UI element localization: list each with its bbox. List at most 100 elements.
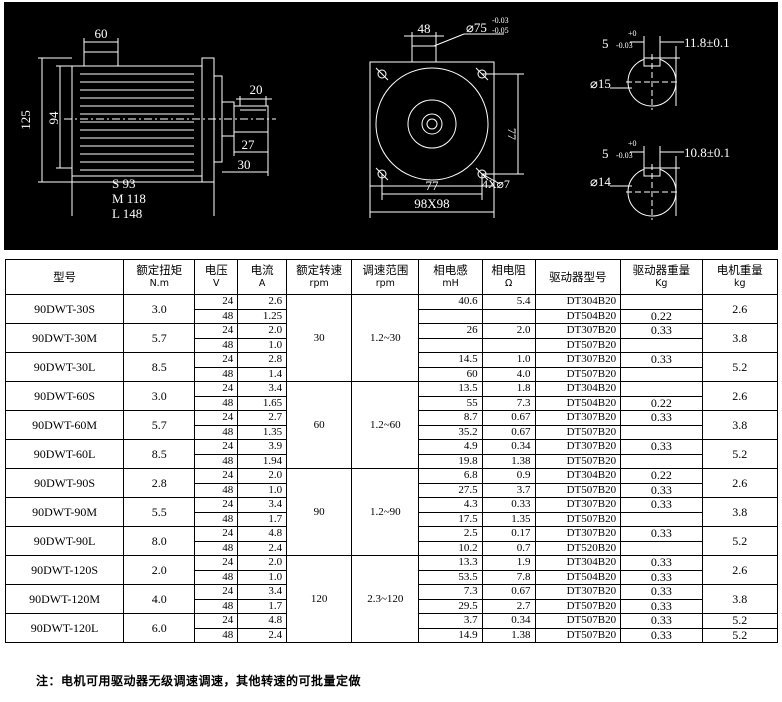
motor-weight-cell: 2.6 (701, 555, 779, 585)
side-view-labels: 60 125 94 20 27 30 S 93 M 118 L 148 (18, 26, 263, 221)
shaft15-key-width: 5 (602, 36, 609, 51)
shaft14-key-tol-lower: -0.03 (616, 151, 633, 160)
driver-weight-cell (620, 511, 703, 527)
shaft15-key-tol-upper: +0 (628, 29, 637, 38)
driver-weight-cell: 0.33 (620, 555, 703, 571)
current-cell: 4.8 (237, 613, 288, 629)
voltage-cell: 24 (194, 555, 239, 571)
driver-model-cell: DT304B20 (534, 294, 622, 310)
header-label: 调速范围 (362, 263, 409, 277)
motor-weight-cell: 3.8 (701, 584, 779, 614)
voltage-cell: 48 (194, 424, 239, 440)
torque-cell: 6.0 (123, 613, 196, 643)
inductance-cell: 14.5 (418, 352, 483, 368)
shaft14-key-height: 10.8±0.1 (684, 145, 730, 160)
current-cell: 1.0 (237, 337, 288, 353)
resistance-cell: 1.8 (481, 381, 536, 397)
header-unit: rpm (375, 278, 395, 289)
driver-weight-cell (620, 424, 703, 440)
resistance-cell: 0.67 (481, 410, 536, 426)
header-label: 电流 (250, 263, 274, 277)
voltage-cell: 48 (194, 308, 239, 324)
current-cell: 4.8 (237, 526, 288, 542)
voltage-cell: 48 (194, 540, 239, 556)
shaft15-key-tol-lower: -0.03 (616, 41, 633, 50)
resistance-cell (481, 308, 536, 324)
driver-model-cell: DT307B20 (534, 526, 622, 542)
motor-weight-cell: 3.8 (701, 497, 779, 527)
resistance-cell: 0.9 (481, 468, 536, 484)
speed-range-cell: 1.2~60 (351, 381, 420, 469)
driver-model-cell: DT507B20 (534, 453, 622, 469)
motor-weight-cell: 5.2 (701, 526, 779, 556)
motor-weight-cell: 5.2 (701, 627, 779, 643)
current-cell: 1.35 (237, 424, 288, 440)
motor-weight-cell: 3.8 (701, 323, 779, 353)
driver-weight-cell: 0.33 (620, 352, 703, 368)
torque-cell: 5.5 (123, 497, 196, 527)
driver-weight-cell: 0.33 (620, 410, 703, 426)
header-unit: N.m (149, 278, 169, 289)
current-cell: 2.0 (237, 555, 288, 571)
driver-weight-cell: 0.22 (620, 308, 703, 324)
model-cell: 90DWT-30L (4, 352, 125, 382)
driver-weight-cell: 0.33 (620, 613, 703, 629)
resistance-cell: 7.3 (481, 395, 536, 411)
voltage-cell: 48 (194, 453, 239, 469)
driver-weight-cell (620, 294, 703, 310)
driver-model-cell: DT507B20 (534, 627, 622, 643)
resistance-cell: 0.34 (481, 439, 536, 455)
driver-weight-cell: 0.33 (620, 627, 703, 643)
current-cell: 2.8 (237, 352, 288, 368)
voltage-cell: 48 (194, 569, 239, 585)
driver-model-cell: DT507B20 (534, 366, 622, 382)
rated-speed-cell: 30 (286, 294, 353, 382)
inductance-cell: 55 (418, 395, 483, 411)
driver-weight-cell (620, 337, 703, 353)
driver-weight-cell (620, 453, 703, 469)
driver-weight-cell: 0.33 (620, 598, 703, 614)
current-cell: 3.4 (237, 584, 288, 600)
shaft-detail-14 (610, 146, 684, 220)
header-label: 相电感 (433, 263, 468, 277)
inductance-cell: 14.9 (418, 627, 483, 643)
resistance-cell: 1.9 (481, 555, 536, 571)
current-cell: 1.4 (237, 366, 288, 382)
current-cell: 2.0 (237, 468, 288, 484)
driver-weight-cell: 0.33 (620, 569, 703, 585)
resistance-cell: 1.38 (481, 627, 536, 643)
dim-hole-spacing-h: 77 (426, 178, 440, 193)
dim-hole-spacing-v: 77 (505, 128, 519, 140)
driver-model-cell: DT507B20 (534, 598, 622, 614)
resistance-cell: 1.38 (481, 453, 536, 469)
resistance-cell: 0.67 (481, 424, 536, 440)
voltage-cell: 24 (194, 584, 239, 600)
current-cell: 2.4 (237, 627, 288, 643)
voltage-cell: 48 (194, 627, 239, 643)
resistance-cell (481, 337, 536, 353)
current-cell: 1.7 (237, 511, 288, 527)
torque-cell: 3.0 (123, 381, 196, 411)
shaft-detail-15-labels: +0 5 -0.03 11.8±0.1 ⌀15 (590, 29, 730, 91)
driver-model-cell: DT307B20 (534, 323, 622, 339)
front-view-labels: 48 ⌀75 -0.03 -0.05 77 77 4X⌀7 98X98 (414, 16, 519, 211)
driver-weight-cell: 0.33 (620, 439, 703, 455)
dim-shaft-total: 30 (238, 157, 251, 172)
inductance-cell: 8.7 (418, 410, 483, 426)
voltage-cell: 48 (194, 482, 239, 498)
